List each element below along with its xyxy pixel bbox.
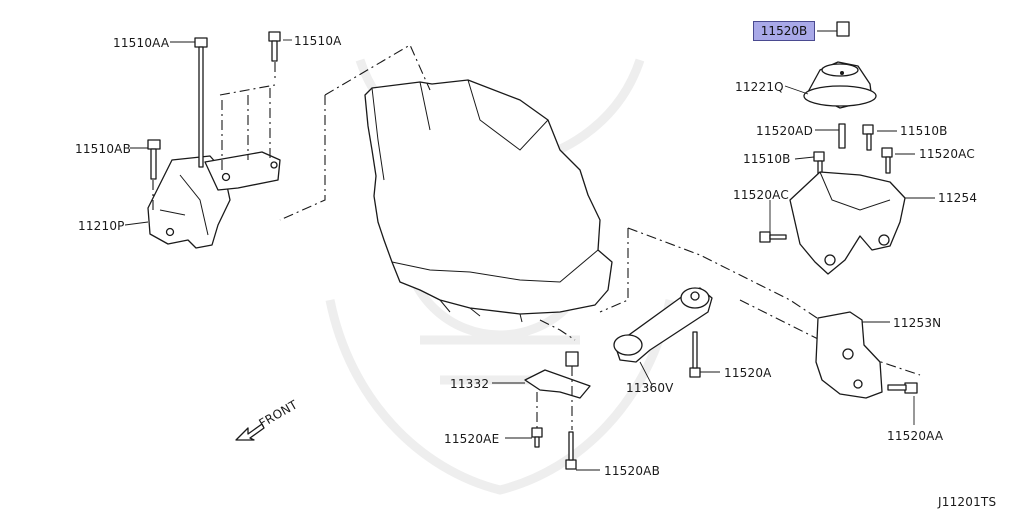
label-11520A[interactable]: 11520A	[724, 366, 772, 380]
label-11254[interactable]: 11254	[938, 191, 977, 205]
highlighted-part-label[interactable]: 11520B	[753, 21, 815, 41]
label-11520AC-right[interactable]: 11520AC	[919, 147, 975, 161]
label-11520AB[interactable]: 11520AB	[604, 464, 660, 478]
label-11510A[interactable]: 11510A	[294, 34, 342, 48]
front-label: FRONT	[257, 397, 301, 430]
front-direction-arrow: FRONT	[235, 397, 301, 441]
right-insulator	[803, 21, 893, 178]
label-11520AE[interactable]: 11520AE	[444, 432, 499, 446]
bottom-bracket	[524, 351, 591, 470]
engine-block-outline	[364, 79, 613, 323]
label-11510B-upper[interactable]: 11510B	[900, 124, 948, 138]
torque-rod	[613, 287, 713, 378]
part-labels: 11510AA 11510A 11510AB 11210P 11221Q 115…	[75, 34, 996, 509]
label-11221Q[interactable]: 11221Q	[735, 80, 784, 94]
diagram-id: J11201TS	[937, 495, 996, 509]
label-11510AB[interactable]: 11510AB	[75, 142, 131, 156]
leader-lines	[124, 30, 935, 471]
label-11360V[interactable]: 11360V	[626, 381, 674, 395]
label-11520AC-left[interactable]: 11520AC	[733, 188, 789, 202]
label-11510B-lower[interactable]: 11510B	[743, 152, 791, 166]
label-11210P[interactable]: 11210P	[78, 219, 125, 233]
label-11520AD[interactable]: 11520AD	[756, 124, 813, 138]
label-11332[interactable]: 11332	[450, 377, 489, 391]
label-11510AA[interactable]: 11510AA	[113, 36, 170, 50]
label-11253N[interactable]: 11253N	[893, 316, 941, 330]
left-engine-mount	[147, 84, 281, 249]
label-11520AA[interactable]: 11520AA	[887, 429, 944, 443]
right-bracket	[759, 171, 906, 275]
left-bolts	[147, 31, 281, 210]
lower-right-bracket	[815, 311, 918, 399]
